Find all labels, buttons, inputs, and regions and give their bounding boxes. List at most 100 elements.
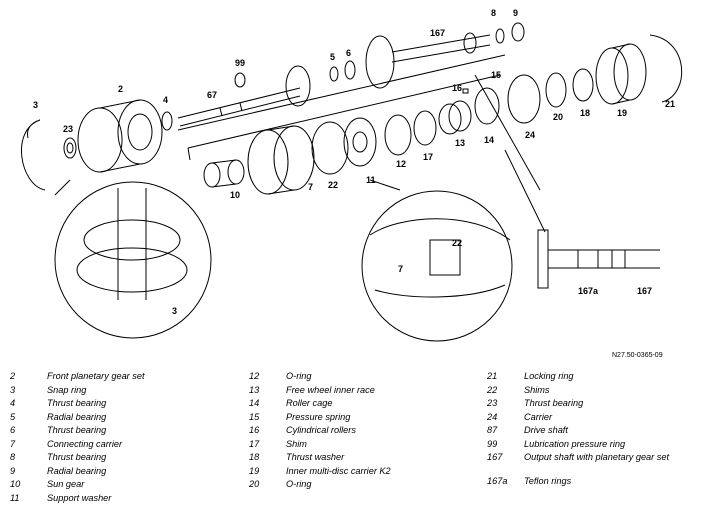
legend-item-label: Output shaft with planetary gear set	[524, 452, 670, 462]
callout-17: 17	[423, 152, 433, 162]
callout-16: 16	[452, 83, 462, 93]
radial-bearing-5	[329, 66, 339, 82]
legend-item-label: Thrust bearing	[524, 398, 584, 408]
legend-item-label: O-ring	[286, 479, 312, 489]
callout-167a: 167a	[578, 286, 599, 296]
callout-18: 18	[580, 108, 590, 118]
snap-ring-3	[21, 119, 46, 191]
callout-8: 8	[491, 8, 496, 18]
legend-item-number: 21	[487, 371, 498, 381]
free-wheel-inner-race-13	[438, 100, 472, 135]
legend-item-label: Snap ring	[47, 384, 87, 395]
callout-14: 14	[484, 135, 494, 145]
detail-callout-22: 22	[452, 238, 462, 248]
legend-item-number: 15	[249, 411, 260, 422]
detail-view-right	[361, 179, 513, 342]
thrust-washer-18	[572, 68, 594, 102]
thrust-bearing-6	[344, 60, 356, 80]
legend-item-number: 22	[487, 384, 498, 395]
legend-item-label: Shims	[524, 384, 550, 395]
callout-13: 13	[455, 138, 465, 148]
legend-item-number: 17	[249, 438, 260, 449]
legend-item-number: 20	[249, 479, 260, 489]
callout-19: 19	[617, 108, 627, 118]
legend-item-number: 12	[249, 371, 260, 381]
callout-12: 12	[396, 159, 406, 169]
legend-item-number: 23	[487, 398, 498, 408]
output-shaft-167	[365, 32, 491, 89]
legend-item-label: Teflon rings	[524, 476, 572, 486]
cylindrical-rollers-16	[462, 88, 469, 94]
detail-callout-167: 167	[637, 286, 652, 296]
radial-bearing-9	[511, 22, 525, 42]
shim-17	[413, 110, 437, 146]
legend-item-number: 19	[249, 465, 260, 476]
inner-multi-disc-carrier-k2-19	[595, 43, 647, 105]
callout-9: 9	[513, 8, 518, 18]
roller-cage-14	[474, 87, 500, 125]
o-ring-12	[384, 114, 412, 156]
connecting-carrier-7	[247, 125, 315, 195]
legend-item-number: 24	[487, 411, 498, 422]
thrust-bearing-8	[495, 28, 505, 44]
legend-item-number: 8	[10, 452, 16, 462]
legend-item-number: 14	[249, 398, 260, 408]
legend-item-label: Carrier	[524, 411, 553, 422]
legend-item-label: Front planetary gear set	[47, 371, 145, 381]
legend-item-label: Roller cage	[286, 398, 333, 408]
legend-item-label: Locking ring	[524, 371, 574, 381]
thrust-bearing-23	[63, 137, 77, 159]
callout-20: 20	[553, 112, 563, 122]
legend-item-label: Radial bearing	[47, 465, 107, 476]
callout-99: 99	[235, 58, 245, 68]
callout-6: 6	[346, 48, 351, 58]
shims-22	[311, 121, 349, 175]
legend-item-number: 167a	[487, 476, 508, 486]
detail-callout-7: 7	[398, 264, 403, 274]
callout-7: 7	[308, 182, 313, 192]
carrier-24	[507, 74, 541, 124]
callout-22: 22	[328, 180, 338, 190]
legend-item-number: 9	[10, 465, 16, 476]
legend-item-label: Cylindrical rollers	[286, 425, 356, 435]
callout-labels: 2 3 4 5 6 7 8 9 10 11 12 13 14 15 16 17 …	[33, 8, 675, 316]
callout-5: 5	[330, 52, 335, 62]
callout-2: 2	[118, 84, 123, 94]
legend-item-label: Drive shaft	[524, 425, 568, 435]
legend-item-label: Free wheel inner race	[286, 384, 375, 395]
figure-id: N27.50-0365-09	[612, 352, 663, 359]
callout-21: 21	[665, 99, 675, 109]
callout-3: 3	[33, 100, 38, 110]
legend-item-number: 13	[249, 384, 260, 395]
legend-item-number: 10	[10, 479, 21, 489]
callout-67: 67	[207, 90, 217, 100]
lubrication-pressure-ring-99	[234, 72, 246, 88]
drive-shaft-87	[177, 65, 311, 127]
o-ring-20	[545, 72, 567, 108]
legend-item-label: Sun gear	[47, 479, 85, 489]
legend-item-number: 2	[10, 371, 16, 381]
legend-item-label: Pressure spring	[286, 411, 351, 422]
output-shaft-detail	[474, 74, 660, 289]
locking-ring-21	[649, 34, 683, 103]
callout-11: 11	[366, 175, 376, 185]
callout-10: 10	[230, 190, 240, 200]
detail-callout-3: 3	[172, 306, 177, 316]
detail-view-left	[54, 179, 212, 339]
callout-15: 15	[491, 70, 501, 80]
thrust-bearing-4	[161, 111, 173, 131]
legend-item-label: Lubrication pressure ring	[524, 438, 626, 449]
legend-item-number: 3	[10, 384, 16, 395]
legend-item-label: Inner multi-disc carrier K2	[286, 465, 391, 476]
legend-item-number: 18	[249, 452, 260, 462]
legend-item-number: 16	[249, 425, 260, 435]
legend-item-label: Connecting carrier	[47, 438, 123, 449]
legend-item-label: Thrust bearing	[47, 425, 107, 435]
callout-167: 167	[430, 28, 445, 38]
legend-item-number: 11	[10, 492, 20, 503]
legend-item-label: Thrust bearing	[47, 398, 107, 408]
callout-23: 23	[63, 124, 73, 134]
legend-item-label: O-ring	[286, 371, 312, 381]
legend-item-number: 6	[10, 425, 16, 435]
legend-item-number: 4	[10, 398, 16, 408]
